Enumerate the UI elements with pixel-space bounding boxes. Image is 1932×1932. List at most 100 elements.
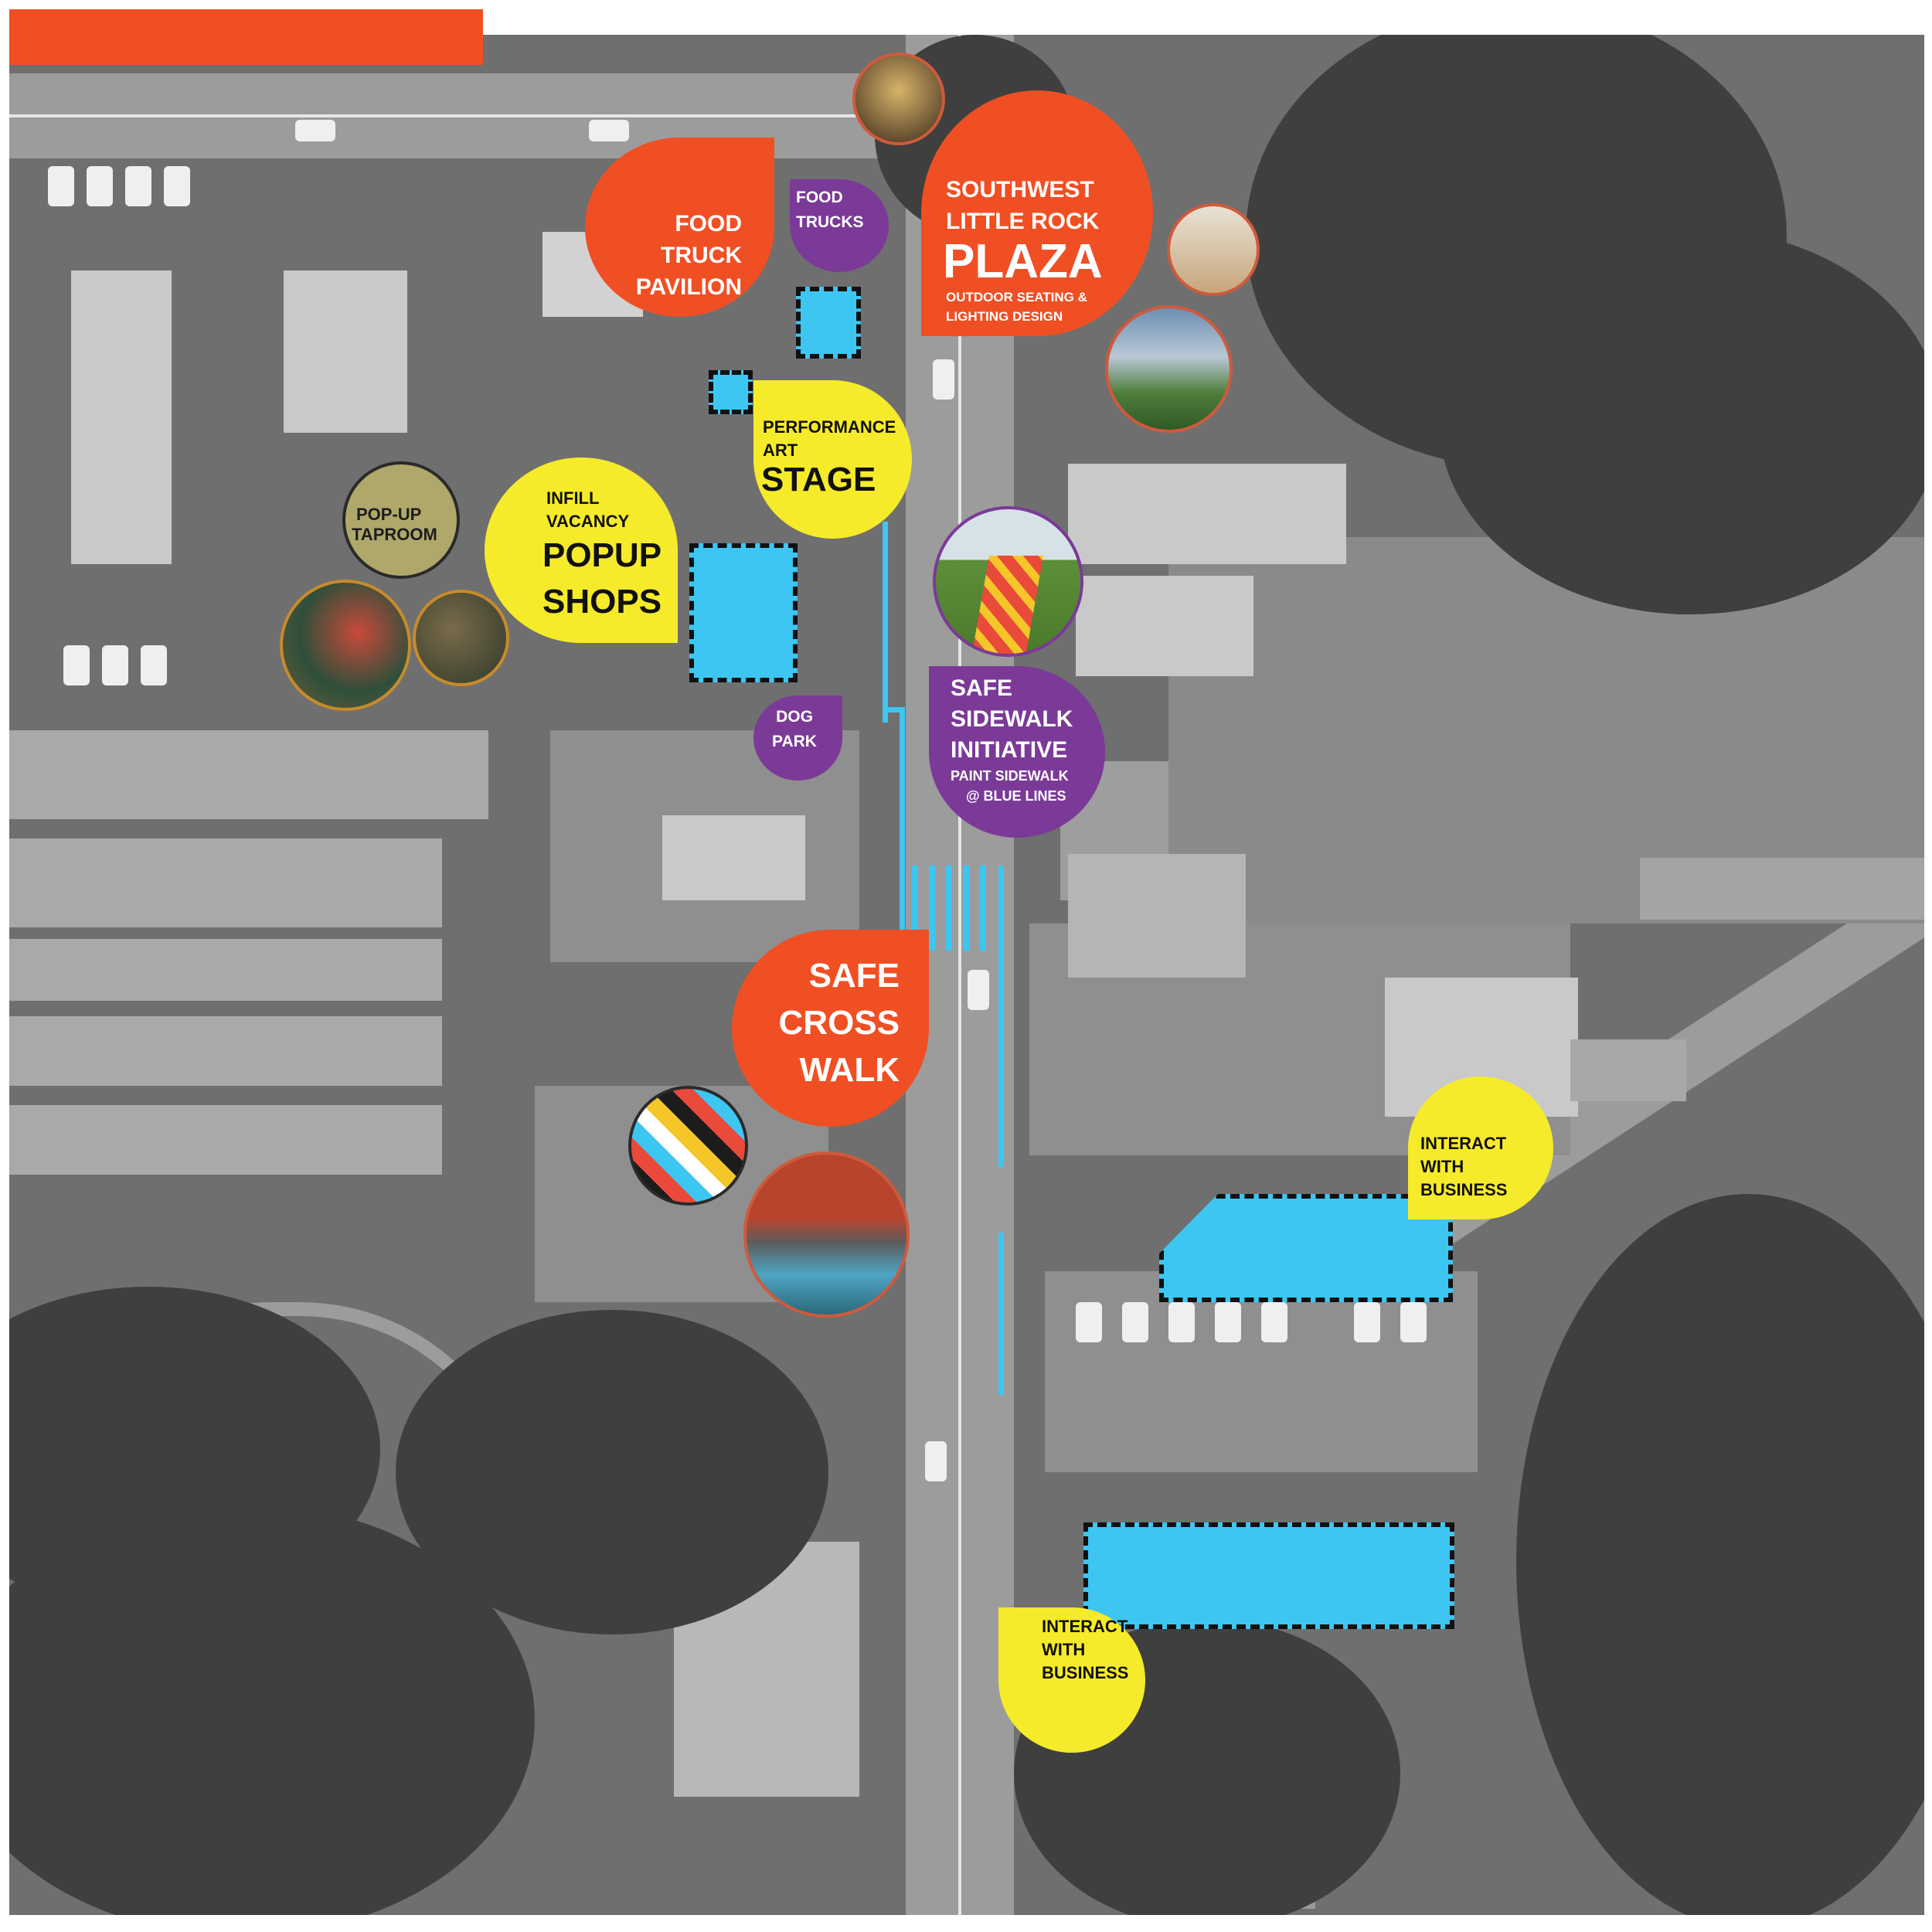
building <box>1076 576 1253 676</box>
stage-line1: PERFORMANCE <box>763 417 896 437</box>
popup-shops-bubble[interactable]: INFILL VACANCY POPUP SHOPS <box>485 457 678 643</box>
storage-building <box>9 730 488 819</box>
parked-car <box>63 645 90 685</box>
sidewalk-sub1: PAINT SIDEWALK <box>951 768 1069 784</box>
plaza-bubble[interactable]: SOUTHWEST LITTLE ROCK PLAZA OUTDOOR SEAT… <box>921 90 1153 336</box>
crosswalk-line3: WALK <box>799 1051 900 1089</box>
safe-sidewalk-line <box>998 1233 1004 1395</box>
parked-car <box>164 166 190 206</box>
dog-park-line2: PARK <box>772 733 817 750</box>
parked-car <box>1122 1302 1148 1342</box>
tree-canopy <box>1439 228 1924 614</box>
storage-building <box>9 939 442 1001</box>
popup-sign-line2: TAPROOM <box>352 525 437 544</box>
crosswalk-line1: SAFE <box>808 957 900 995</box>
zone-interact-business-2[interactable] <box>1083 1522 1454 1629</box>
photo-street-mural[interactable] <box>743 1151 910 1318</box>
tree-canopy <box>1516 1194 1924 1915</box>
photo-popup-shop-interior[interactable] <box>280 580 411 711</box>
crosswalk-line2: CROSS <box>778 1004 900 1042</box>
parked-car <box>141 645 167 685</box>
photo-popup-market[interactable] <box>413 590 509 686</box>
popup-title2: SHOPS <box>543 583 662 621</box>
performance-stage-bubble[interactable]: PERFORMANCE ART STAGE <box>753 380 912 539</box>
safe-sidewalk-line <box>883 707 900 713</box>
crosswalk-stripe <box>912 866 918 951</box>
photo-plaza-seating[interactable] <box>1105 305 1233 433</box>
interact2-line2: WITH <box>1042 1640 1086 1659</box>
photo-string-lights[interactable] <box>852 53 945 145</box>
moving-car <box>925 1441 947 1481</box>
photo-painted-sidewalk[interactable] <box>933 506 1083 657</box>
interact1-line2: WITH <box>1420 1157 1464 1176</box>
interact-business-bubble-2[interactable]: INTERACT WITH BUSINESS <box>998 1607 1145 1753</box>
crosswalk-stripe <box>980 866 986 951</box>
safe-sidewalk-line <box>900 707 905 954</box>
interact-business-bubble-1[interactable]: INTERACT WITH BUSINESS <box>1408 1077 1553 1219</box>
crosswalk-stripe <box>946 866 952 951</box>
photo-popup-taproom[interactable]: POP-UP TAPROOM <box>342 461 460 579</box>
building <box>662 815 805 900</box>
building <box>1640 858 1924 920</box>
plaza-sub2: LIGHTING DESIGN <box>946 309 1063 324</box>
safe-sidewalk-line <box>883 522 888 723</box>
painted-stripe-path <box>967 556 1044 654</box>
moving-car <box>589 120 629 141</box>
zone-stage-small[interactable] <box>709 370 753 414</box>
food-truck-pavilion-bubble[interactable]: FOOD TRUCK PAVILION <box>585 138 774 317</box>
zone-popup-shops[interactable] <box>689 543 798 682</box>
plaza-title: PLAZA <box>943 235 1103 288</box>
plaza-line2: LITTLE ROCK <box>946 209 1100 234</box>
dog-park-bubble[interactable]: DOG PARK <box>753 696 842 781</box>
safe-sidewalk-line <box>998 866 1004 1167</box>
food-trucks-bubble[interactable]: FOOD TRUCKS <box>790 179 889 272</box>
popup-line2: VACANCY <box>546 512 630 531</box>
building <box>284 270 407 433</box>
food-truck-pavilion-line3: PAVILION <box>635 274 742 300</box>
moving-car <box>933 359 954 400</box>
sidewalk-line2: SIDEWALK <box>951 706 1073 732</box>
crosswalk-stripe <box>963 866 969 951</box>
parked-car <box>48 166 74 206</box>
parked-car <box>1261 1302 1287 1342</box>
sidewalk-sub2: @ BLUE LINES <box>966 788 1066 804</box>
header-accent-bar <box>9 9 483 65</box>
building <box>1068 854 1246 978</box>
parked-car <box>1168 1302 1195 1342</box>
photo-crosswalk-art[interactable] <box>628 1086 748 1206</box>
plaza-line1: SOUTHWEST <box>946 177 1094 202</box>
road-lane-marking <box>958 35 961 1915</box>
stage-line2: ART <box>763 440 798 460</box>
tree-canopy <box>396 1310 828 1634</box>
moving-car <box>295 120 335 141</box>
building <box>71 270 172 564</box>
storage-building <box>9 838 442 927</box>
aerial-map[interactable] <box>9 35 1924 1915</box>
popup-sign-line1: POP-UP <box>356 505 422 524</box>
road-lane-marking <box>9 114 906 117</box>
zone-food-truck-area[interactable] <box>796 287 861 359</box>
safe-sidewalk-bubble[interactable]: SAFE SIDEWALK INITIATIVE PAINT SIDEWALK … <box>929 666 1105 838</box>
storage-building <box>9 1105 442 1175</box>
plaza-sub1: OUTDOOR SEATING & <box>946 290 1087 304</box>
popup-title1: POPUP <box>543 536 662 574</box>
building <box>1068 464 1346 564</box>
parked-car <box>1400 1302 1427 1342</box>
moving-car <box>968 970 989 1010</box>
zone-interact-business-1[interactable] <box>1159 1194 1453 1302</box>
photo-outdoor-seating[interactable] <box>1167 203 1260 296</box>
dog-park-line1: DOG <box>776 708 813 726</box>
safe-crosswalk-bubble[interactable]: SAFE CROSS WALK <box>732 930 929 1127</box>
building <box>1570 1039 1686 1101</box>
food-trucks-line2: TRUCKS <box>796 213 864 231</box>
sidewalk-line1: SAFE <box>951 675 1013 701</box>
stage-title: STAGE <box>761 461 876 498</box>
parked-car <box>1354 1302 1380 1342</box>
interact1-line1: INTERACT <box>1420 1134 1507 1153</box>
parked-car <box>87 166 113 206</box>
parked-car <box>125 166 151 206</box>
food-trucks-line1: FOOD <box>796 189 843 206</box>
sidewalk-line3: INITIATIVE <box>951 737 1068 763</box>
food-truck-pavilion-line1: FOOD <box>675 211 742 236</box>
interact2-line3: BUSINESS <box>1042 1663 1129 1682</box>
